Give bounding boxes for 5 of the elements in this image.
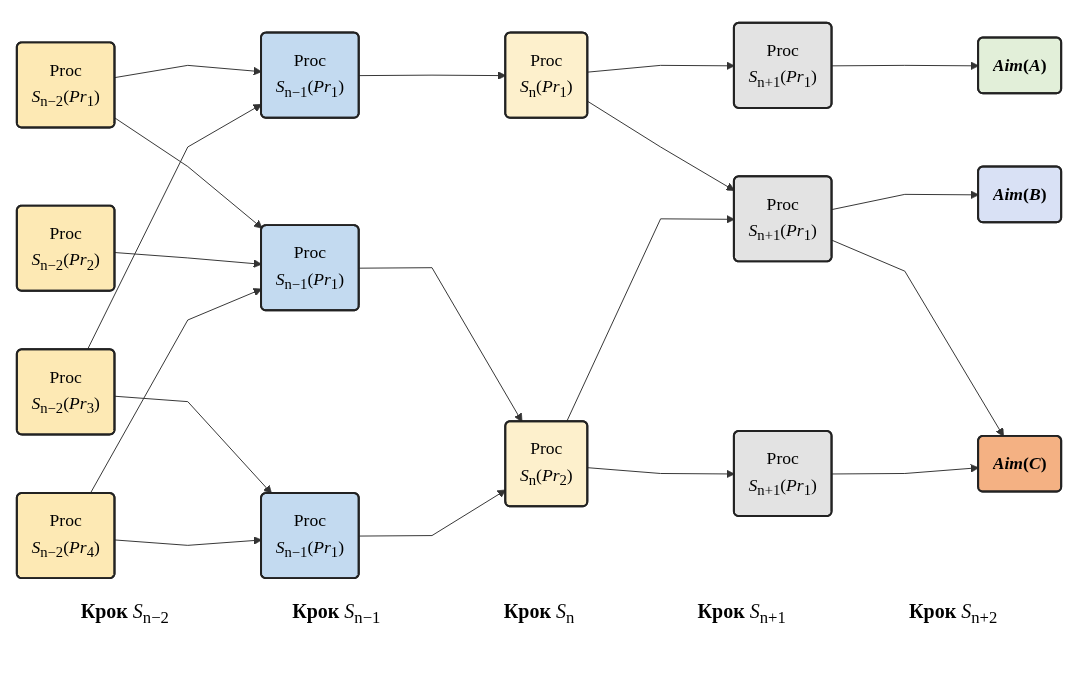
- step-label: Крок S$_{n+1}$: [697, 600, 786, 628]
- step-label: Крок S$_{n−2}$: [80, 600, 169, 628]
- step-label: Крок S$_{n+2}$: [909, 600, 998, 628]
- step-label: Крок S$_{n}$: [503, 600, 575, 628]
- step-label: Крок S$_{n−1}$: [292, 600, 381, 628]
